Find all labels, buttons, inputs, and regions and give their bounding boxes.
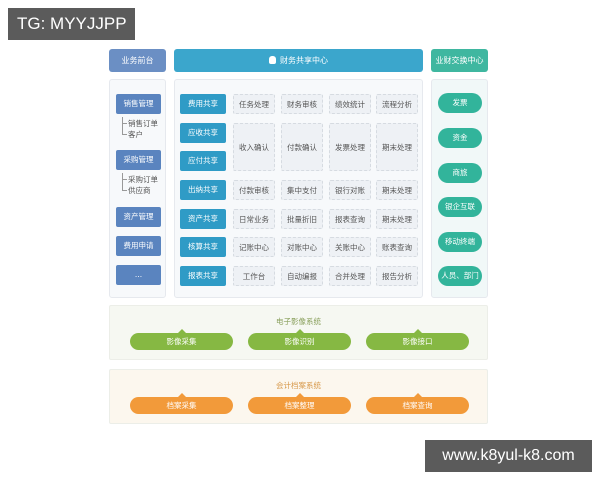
module-purchase-management[interactable]: 采购管理 bbox=[116, 150, 161, 170]
category-accounting-sharing[interactable]: 核算共享 bbox=[180, 237, 226, 257]
cell-payment-confirmation[interactable]: 付款确认 bbox=[281, 123, 323, 171]
cell-performance-stats[interactable]: 绩效统计 bbox=[329, 94, 371, 114]
cell-financial-review[interactable]: 财务审核 bbox=[281, 94, 323, 114]
archive-system-panel: 会计档案系统 档案采集 档案整理 档案查询 bbox=[109, 369, 488, 424]
cell-revenue-confirmation[interactable]: 收入确认 bbox=[233, 123, 275, 171]
cell-reconciliation-center[interactable]: 对账中心 bbox=[281, 237, 323, 257]
tree-connector bbox=[122, 117, 127, 135]
tree-connector bbox=[122, 173, 127, 191]
sub-item-supplier[interactable]: 供应商 bbox=[128, 186, 151, 195]
cell-auto-reporting[interactable]: 自动编报 bbox=[281, 266, 323, 286]
cell-period-end-processing[interactable]: 期末处理 bbox=[376, 180, 418, 200]
module-asset-management[interactable]: 资产管理 bbox=[116, 207, 161, 227]
exchange-item-business-travel[interactable]: 商旅 bbox=[438, 163, 482, 183]
cell-payment-review[interactable]: 付款审核 bbox=[233, 180, 275, 200]
category-expense-sharing[interactable]: 费用共享 bbox=[180, 94, 226, 114]
category-receivable-sharing[interactable]: 应收共享 bbox=[180, 123, 226, 143]
cell-period-end-processing[interactable]: 期末处理 bbox=[376, 123, 418, 171]
sub-item-purchase-order[interactable]: 采购订单 bbox=[128, 175, 158, 184]
image-system-panel: 电子影像系统 影像采集 影像识别 影像接口 bbox=[109, 305, 488, 360]
watermark-bottom-right: www.k8yul-k8.com bbox=[425, 440, 592, 472]
cell-report-query[interactable]: 报表查询 bbox=[329, 209, 371, 229]
header-business-front: 业务前台 bbox=[109, 49, 166, 72]
header-finance-shared-center: 财务共享中心 bbox=[174, 49, 423, 72]
exchange-item-bank-enterprise[interactable]: 银企互联 bbox=[438, 197, 482, 217]
cell-process-analysis[interactable]: 流程分析 bbox=[376, 94, 418, 114]
header-finance-shared-center-label: 财务共享中心 bbox=[280, 56, 328, 65]
cell-bank-reconciliation[interactable]: 银行对账 bbox=[329, 180, 371, 200]
business-front-panel: 销售管理 销售订单 客户 采购管理 采购订单 供应商 资产管理 费用申请 ... bbox=[109, 79, 166, 298]
image-recognition-button[interactable]: 影像识别 bbox=[248, 329, 351, 350]
archive-system-title: 会计档案系统 bbox=[276, 381, 321, 390]
cell-task-processing[interactable]: 任务处理 bbox=[233, 94, 275, 114]
category-payable-sharing[interactable]: 应付共享 bbox=[180, 151, 226, 171]
module-more[interactable]: ... bbox=[116, 265, 161, 285]
image-capture-button[interactable]: 影像采集 bbox=[130, 329, 233, 350]
header-exchange-center: 业财交换中心 bbox=[431, 49, 488, 72]
archive-query-button[interactable]: 档案查询 bbox=[366, 393, 469, 414]
module-expense-application[interactable]: 费用申请 bbox=[116, 236, 161, 256]
archive-capture-button[interactable]: 档案采集 bbox=[130, 393, 233, 414]
exchange-item-mobile-terminal[interactable]: 移动终端 bbox=[438, 232, 482, 252]
money-bag-icon bbox=[269, 56, 276, 64]
cell-bookkeeping-center[interactable]: 记账中心 bbox=[233, 237, 275, 257]
cell-consolidation[interactable]: 合并处理 bbox=[329, 266, 371, 286]
category-asset-sharing[interactable]: 资产共享 bbox=[180, 209, 226, 229]
cell-invoice-processing[interactable]: 发票处理 bbox=[329, 123, 371, 171]
image-interface-button[interactable]: 影像接口 bbox=[366, 329, 469, 350]
sub-item-sales-order[interactable]: 销售订单 bbox=[128, 119, 158, 128]
cell-daily-business[interactable]: 日常业务 bbox=[233, 209, 275, 229]
cell-workbench[interactable]: 工作台 bbox=[233, 266, 275, 286]
watermark-top-left: TG: MYYJJPP bbox=[8, 8, 135, 40]
exchange-item-staff-departments[interactable]: 人员、部门 bbox=[438, 266, 482, 286]
cell-batch-depreciation[interactable]: 批量折旧 bbox=[281, 209, 323, 229]
archive-organize-button[interactable]: 档案整理 bbox=[248, 393, 351, 414]
exchange-item-funds[interactable]: 资金 bbox=[438, 128, 482, 148]
category-report-sharing[interactable]: 报表共享 bbox=[180, 266, 226, 286]
exchange-item-invoice[interactable]: 发票 bbox=[438, 93, 482, 113]
cell-closing-center[interactable]: 关账中心 bbox=[329, 237, 371, 257]
module-sales-management[interactable]: 销售管理 bbox=[116, 94, 161, 114]
exchange-center-panel: 发票 资金 商旅 银企互联 移动终端 人员、部门 bbox=[431, 79, 488, 298]
cell-centralized-payment[interactable]: 集中支付 bbox=[281, 180, 323, 200]
cell-ledger-query[interactable]: 账表查询 bbox=[376, 237, 418, 257]
category-cashier-sharing[interactable]: 出纳共享 bbox=[180, 180, 226, 200]
finance-shared-center-panel: 费用共享 应收共享 应付共享 出纳共享 资产共享 核算共享 报表共享 任务处理 … bbox=[174, 79, 423, 298]
cell-period-end-processing[interactable]: 期末处理 bbox=[376, 209, 418, 229]
cell-report-analysis[interactable]: 报告分析 bbox=[376, 266, 418, 286]
sub-item-customer[interactable]: 客户 bbox=[128, 130, 143, 139]
image-system-title: 电子影像系统 bbox=[276, 317, 321, 326]
